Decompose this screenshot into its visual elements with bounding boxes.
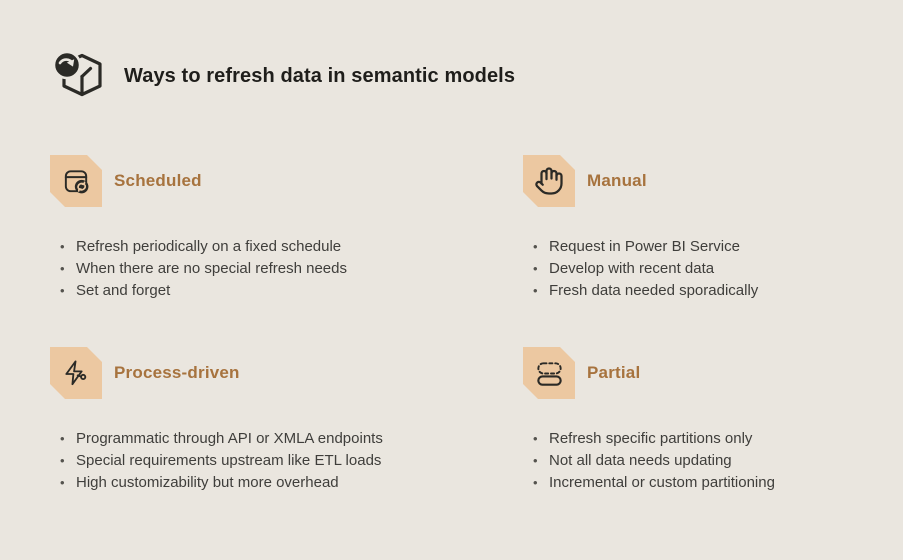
- header: Ways to refresh data in semantic models: [50, 48, 515, 104]
- partition-icon: [534, 358, 565, 389]
- scheduled-badge: [50, 155, 102, 207]
- box-refresh-icon: [50, 48, 106, 104]
- list-item: Incremental or custom partitioning: [523, 472, 893, 494]
- section-partial: Partial Refresh specific partitions only…: [523, 347, 893, 494]
- page-title: Ways to refresh data in semantic models: [124, 64, 516, 87]
- section-partial-header: Partial: [523, 347, 893, 399]
- section-process-driven: Process-driven Programmatic through API …: [50, 347, 495, 494]
- section-process-driven-header: Process-driven: [50, 347, 495, 399]
- hand-icon: [534, 166, 564, 196]
- list-item: Special requirements upstream like ETL l…: [50, 450, 495, 472]
- list-item: Set and forget: [50, 280, 480, 302]
- list-item: Develop with recent data: [523, 258, 883, 280]
- section-process-driven-label: Process-driven: [114, 363, 240, 382]
- scheduled-bullet-list: Refresh periodically on a fixed schedule…: [50, 236, 480, 302]
- calendar-sync-icon: [61, 166, 92, 197]
- process-driven-badge: [50, 347, 102, 399]
- list-item: Request in Power BI Service: [523, 236, 883, 258]
- section-scheduled-label: Scheduled: [114, 171, 202, 190]
- section-scheduled: Scheduled Refresh periodically on a fixe…: [50, 155, 480, 302]
- partial-badge: [523, 347, 575, 399]
- list-item: Programmatic through API or XMLA endpoin…: [50, 428, 495, 450]
- partial-bullet-list: Refresh specific partitions only Not all…: [523, 428, 893, 494]
- list-item: Fresh data needed sporadically: [523, 280, 883, 302]
- section-partial-label: Partial: [587, 363, 641, 382]
- list-item: Refresh periodically on a fixed schedule: [50, 236, 480, 258]
- list-item: Refresh specific partitions only: [523, 428, 893, 450]
- list-item: High customizability but more overhead: [50, 472, 495, 494]
- process-driven-bullet-list: Programmatic through API or XMLA endpoin…: [50, 428, 495, 494]
- section-scheduled-header: Scheduled: [50, 155, 480, 207]
- section-manual-label: Manual: [587, 171, 647, 190]
- manual-bullet-list: Request in Power BI Service Develop with…: [523, 236, 883, 302]
- list-item: When there are no special refresh needs: [50, 258, 480, 280]
- section-manual-header: Manual: [523, 155, 883, 207]
- list-item: Not all data needs updating: [523, 450, 893, 472]
- lightning-flow-icon: [61, 358, 92, 389]
- manual-badge: [523, 155, 575, 207]
- section-manual: Manual Request in Power BI Service Devel…: [523, 155, 883, 302]
